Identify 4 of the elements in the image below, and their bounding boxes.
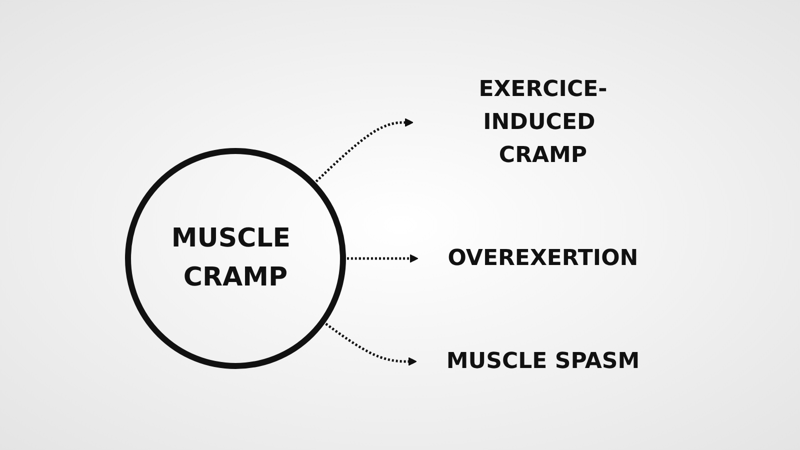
node-text: MUSCLE SPASM: [446, 348, 640, 374]
node-circle: MUSCLE CRAMP: [124, 148, 346, 368]
node-text: OVEREXERTION: [447, 246, 638, 270]
node-text: EXERCICE-INDUCED CRAMP: [478, 76, 607, 168]
